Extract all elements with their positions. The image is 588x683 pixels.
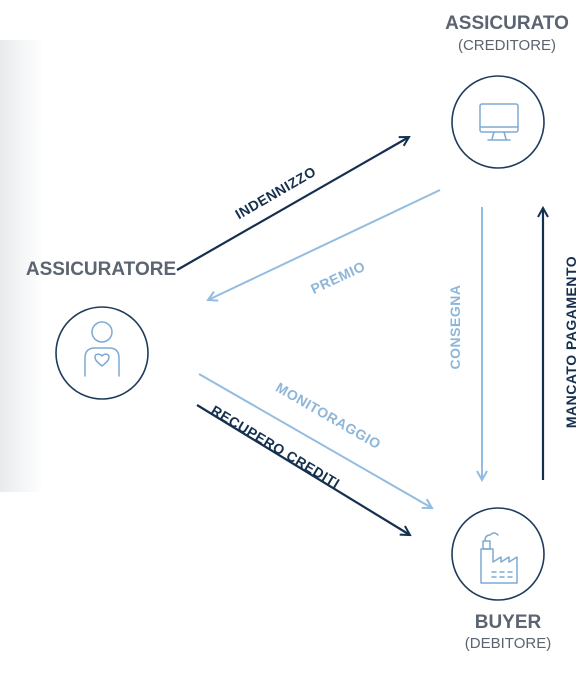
- label-mancato-pagamento: MANCATO PAGAMENTO: [563, 256, 579, 428]
- buyer-title: BUYER: [475, 612, 542, 633]
- assicurato-circle: [451, 75, 545, 169]
- label-premio: PREMIO: [308, 258, 368, 297]
- assicurato-title: ASSICURATO: [445, 13, 569, 34]
- arrow-recupero-crediti: [196, 404, 410, 535]
- buyer-subtitle: (DEBITORE): [465, 635, 551, 652]
- monitor-icon: [479, 103, 519, 141]
- arrow-premio: [208, 189, 441, 300]
- arrow-monitoraggio: [198, 373, 432, 508]
- buyer-circle: [451, 507, 545, 601]
- factory-icon: [480, 532, 518, 584]
- arrow-indennizzo: [176, 137, 409, 271]
- person-heart-icon: [84, 321, 120, 377]
- assicuratore-circle: [55, 306, 149, 400]
- node-assicurato: ASSICURATO (CREDITORE): [445, 13, 569, 169]
- label-consegna: CONSEGNA: [447, 285, 463, 370]
- background-shade: [0, 40, 44, 492]
- node-assicuratore: ASSICURATORE: [26, 259, 176, 400]
- node-buyer: BUYER (DEBITORE): [451, 507, 551, 652]
- assicuratore-title: ASSICURATORE: [26, 259, 176, 280]
- assicurato-subtitle: (CREDITORE): [458, 37, 556, 54]
- label-monitoraggio: MONITORAGGIO: [273, 379, 384, 452]
